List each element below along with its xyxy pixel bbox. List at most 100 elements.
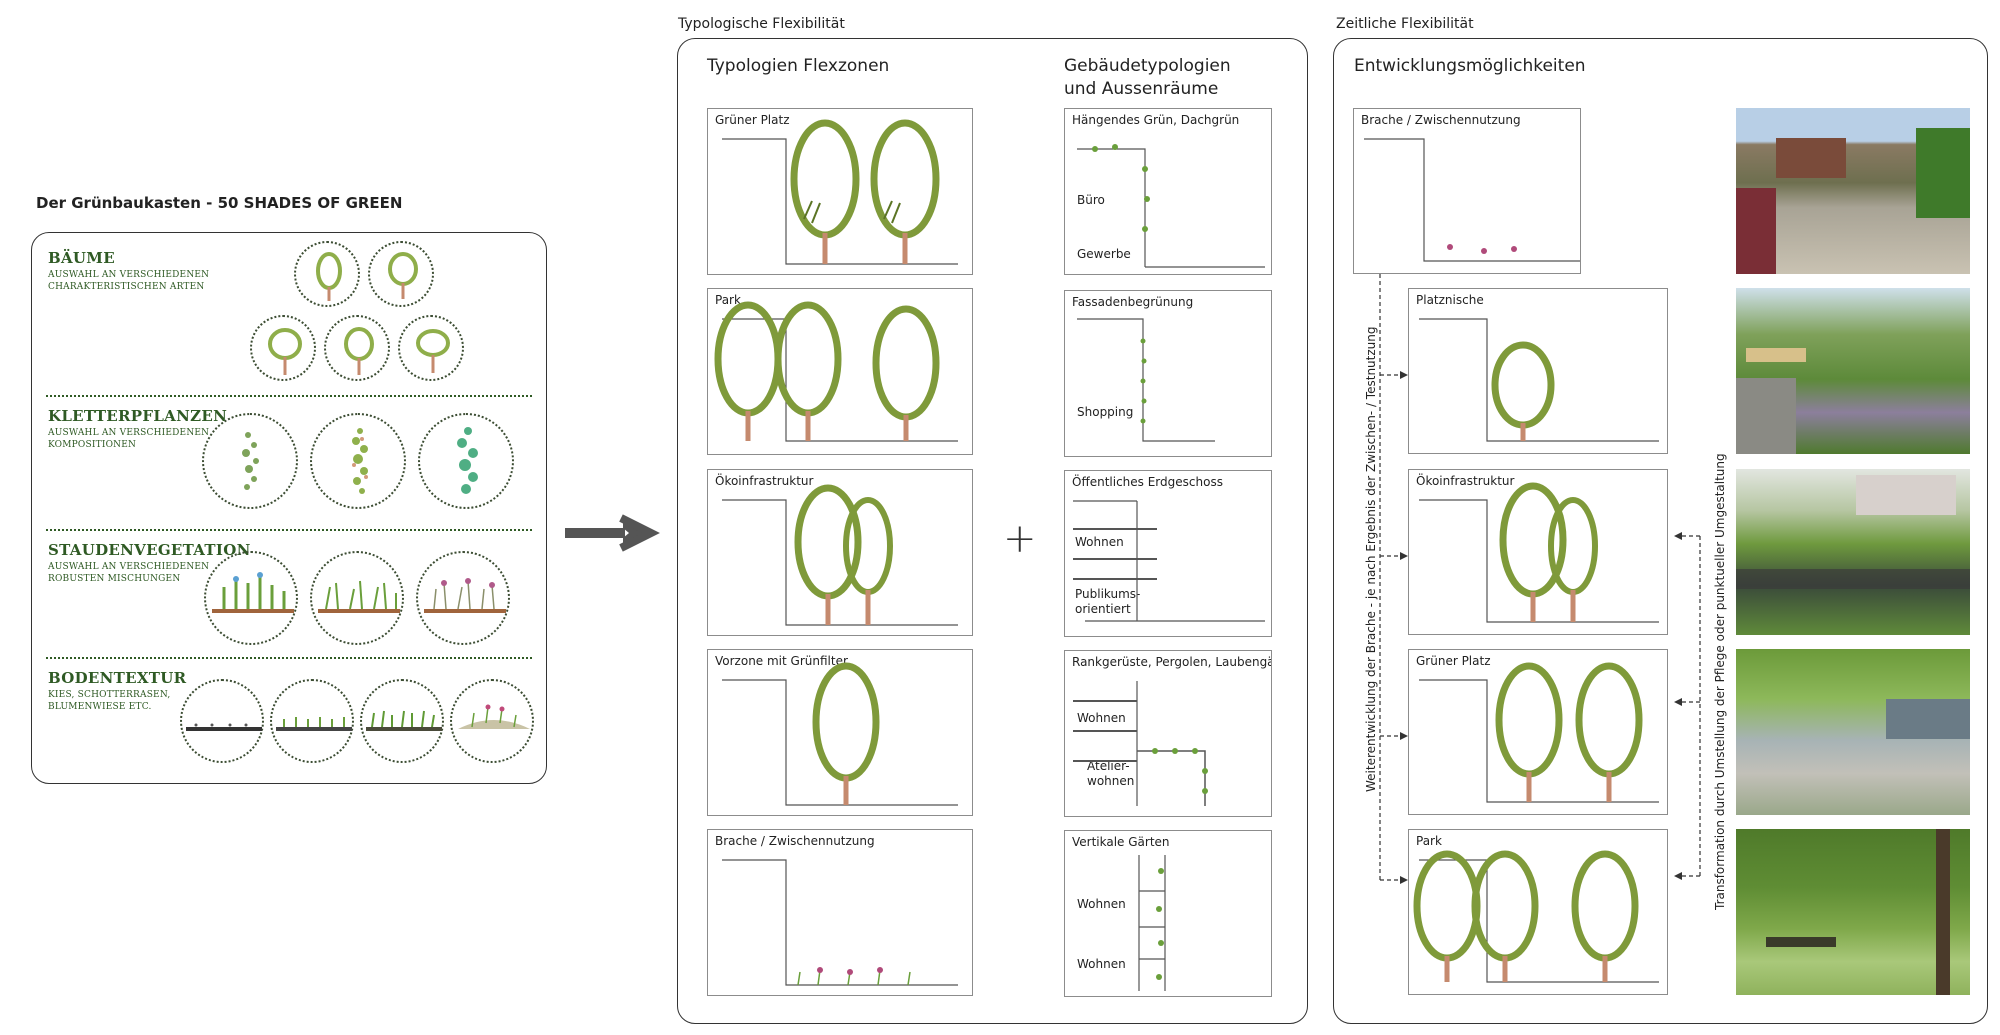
transformation-caption: Transformation durch Umstellung der Pfle… [1713,453,1727,910]
kit-section-sub: KOMPOSITIONEN [48,440,137,450]
perennial-circle [310,551,404,645]
perennial-icon [424,578,506,613]
development-caption: Weiterentwicklung der Brache - je nach E… [1364,326,1378,793]
kit-section-title: STAUDENVEGETATION [48,541,251,559]
zone-frame-vorzone: Vorzone mit Grünfilter [707,649,973,816]
building-label: Fassadenbegrünung [1072,295,1194,309]
tree-icon [268,328,302,375]
tree-icon [416,329,450,373]
kit-section-sub: KIES, SCHOTTERRASEN, [48,690,171,700]
ground-circle [270,679,354,763]
tree-icon [316,252,342,301]
stage-frame-oekoinfrastruktur: Ökoinfrastruktur [1408,469,1668,635]
kit-section-sub: AUSWAHL AN VERSCHIEDENEN [48,270,210,280]
stage-label: Ökoinfrastruktur [1416,474,1515,488]
kit-section-title: BODENTEXTUR [48,669,187,687]
tree-species-circle [368,241,434,307]
kit-section-sub: BLUMENWIESE ETC. [48,702,152,712]
building-label: Rankgerüste, Pergolen, Laubengänge [1072,655,1271,669]
typo-col2-title: Gebäudetypologien [1064,56,1231,76]
tree-species-circle [324,315,390,381]
typo-panel [677,38,1308,1024]
meadow-icon [458,704,530,729]
perennial-circle [416,551,510,645]
building-frame-haengendes-gruen: Hängendes Grün, Dachgrün Büro Gewerbe [1064,108,1272,275]
building-frame-erdgeschoss: Öffentliches Erdgeschoss Wohnen Publikum… [1064,470,1272,637]
climber-circle [202,413,298,509]
gravel-icon [186,723,262,731]
building-use-label: Publikums- orientiert [1075,587,1141,616]
lawn-icon [366,710,442,731]
building-use-label: Wohnen [1077,711,1126,725]
ground-sketch [722,859,958,986]
arrow-right-icon [565,514,660,552]
zone-label: Brache / Zwischennutzung [715,834,875,848]
tree-sketch [1413,850,1659,983]
tree-species-circle [398,315,464,381]
kit-divider [46,395,532,397]
kit-section-sub: AUSWAHL AN VERSCHIEDENEN [48,428,210,438]
building-use-label: Wohnen [1075,535,1124,549]
time-title: Entwicklungsmöglichkeiten [1354,56,1586,76]
facade-sketch [1073,500,1265,622]
building-use-label: Shopping [1077,405,1134,419]
typo-panel-label: Typologische Flexibilität [678,16,845,32]
pergola-sketch [1073,681,1208,806]
time-panel [1333,38,1988,1024]
stage-label: Park [1416,834,1442,848]
ground-circle [360,679,444,763]
tree-sketch [722,484,958,626]
tree-sketch [1419,318,1659,442]
building-use-label: Gewerbe [1077,247,1131,261]
time-panel-label: Zeitliche Flexibilität [1336,16,1474,32]
tree-icon [344,327,374,375]
perennial-icon [318,580,400,613]
zone-label: Ökoinfrastruktur [715,474,814,488]
climbing-plant-icon [352,428,368,494]
tree-sketch [1419,662,1659,803]
typo-col2-title: und Aussenräume [1064,79,1219,99]
kit-section-title: BÄUME [48,249,115,267]
zone-label: Vorzone mit Grünfilter [715,654,848,668]
zone-frame-oekoinfrastruktur: Ökoinfrastruktur [707,469,973,636]
perennial-icon [212,572,294,613]
building-use-label: Büro [1077,193,1105,207]
facade-sketch [1077,318,1215,442]
building-frame-rankgerueste: Rankgerüste, Pergolen, Laubengänge Wohne… [1064,650,1272,817]
development-arrows [1379,274,1408,884]
vertical-garden-sketch [1138,855,1166,991]
zone-frame-park: Park [707,288,973,455]
building-label: Öffentliches Erdgeschoss [1072,475,1223,489]
building-frame-vertikale-gaerten: Vertikale Gärten Wohnen Wohnen [1064,830,1272,997]
photo-platznische [1736,288,1970,454]
zone-frame-gruener-platz: Grüner Platz [707,108,973,275]
kit-section-sub: ROBUSTEN MISCHUNGEN [48,574,181,584]
kit-divider [46,657,532,659]
building-label: Hängendes Grün, Dachgrün [1072,113,1240,127]
kit-section-title: KLETTERPFLANZEN [48,407,228,425]
zone-frame-brache: Brache / Zwischennutzung [707,829,973,996]
stage-frame-park: Park [1408,829,1668,995]
tree-species-circle [250,315,316,381]
climbing-plant-icon [242,432,259,490]
tree-sketch [722,662,958,806]
photo-oekoinfrastruktur [1736,469,1970,635]
climber-circle [418,413,514,509]
photo-gruener-platz [1736,649,1970,815]
kit-panel: BÄUME AUSWAHL AN VERSCHIEDENEN CHARAKTER… [31,232,547,784]
zone-label: Park [715,293,741,307]
stage-label: Brache / Zwischennutzung [1361,113,1521,127]
tree-sketch [722,119,958,265]
ground-circle [450,679,534,763]
tree-sketch [714,301,958,442]
stage-label: Platznische [1416,293,1484,307]
plus-icon: + [1003,516,1037,562]
climber-circle [310,413,406,509]
climbing-plant-icon [457,427,478,494]
tree-sketch [1419,482,1659,623]
kit-divider [46,529,532,531]
ground-circle [180,679,264,763]
photo-park [1736,829,1970,995]
building-use-label: Atelier- wohnen [1087,759,1135,788]
stage-label: Grüner Platz [1416,654,1491,668]
